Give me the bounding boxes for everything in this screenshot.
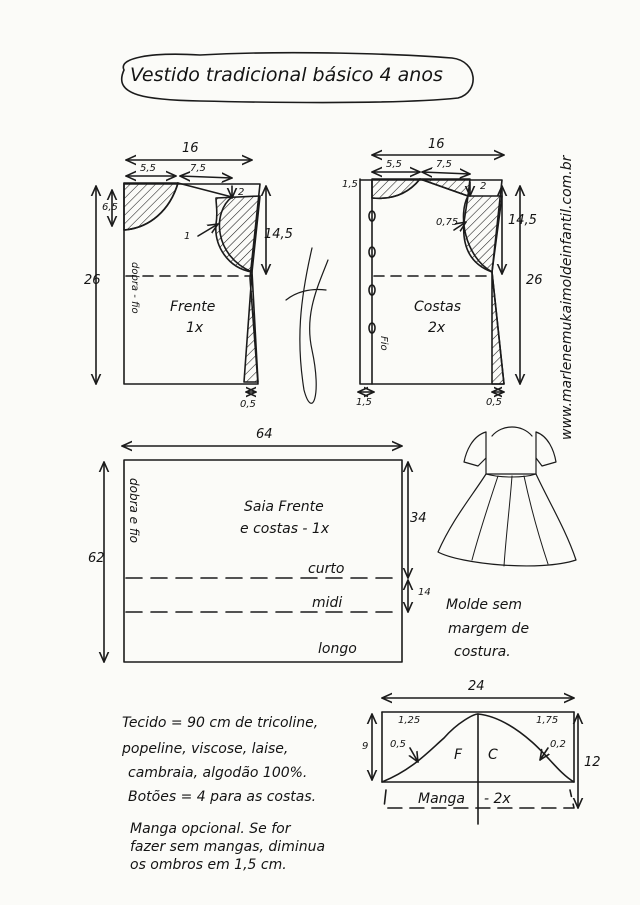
signature-scribble	[285, 247, 329, 404]
skirt-short-label: curto	[308, 561, 345, 577]
no-seam-note-2: margem de	[448, 621, 530, 637]
back-bodice	[357, 155, 520, 392]
skirt-piece-name-1: Saia Frente	[244, 499, 324, 515]
sleeve-cap-right-label: 1,75	[536, 715, 559, 726]
back-hem-flare-label: 0,5	[486, 397, 502, 408]
skirt-outline	[123, 459, 403, 663]
back-armhole-offset-label: 0,75	[436, 217, 459, 228]
fabric-note-3: cambraia, algodão 100%.	[128, 765, 308, 781]
skirt-upper-height-label: 34	[410, 511, 427, 526]
sleeve-length-label: 12	[584, 755, 601, 770]
front-piece-name: Frente	[170, 299, 216, 315]
back-piece-qty: 2x	[428, 320, 446, 336]
skirt-midi-label: midi	[312, 595, 343, 611]
sleeve-width-label: 24	[468, 679, 485, 694]
sleeve-piece-name: Manga	[418, 791, 465, 807]
front-shoulder-drop-label: 2	[238, 187, 245, 198]
back-offset-arrow	[453, 221, 467, 230]
website-url: www.marlenemukaimoldeinfantil.com.br	[559, 155, 575, 440]
sleeve-hem	[383, 789, 575, 809]
sleeve-piece	[372, 698, 578, 825]
sleeve-note-2: fazer sem mangas, diminua	[130, 839, 326, 855]
front-neck-curve	[123, 182, 179, 231]
sleeve-cap-left-label: 1,25	[398, 715, 421, 726]
front-shoulder-label: 7,5	[190, 163, 206, 174]
back-shoulder-drop-label: 2	[480, 181, 487, 192]
front-piece-qty: 1x	[186, 320, 204, 336]
skirt-width-label: 64	[256, 427, 273, 442]
front-width-label: 16	[182, 141, 199, 156]
back-width-label: 16	[428, 137, 445, 152]
back-button-4	[368, 322, 376, 334]
sleeve-curve-right-label: 0,2	[550, 739, 566, 750]
back-piece-name: Costas	[414, 299, 461, 315]
fabric-note-4: Botões = 4 para as costas.	[128, 789, 317, 805]
front-armhole-curve	[218, 196, 253, 273]
front-neck-width-label: 5,5	[140, 163, 156, 174]
sleeve-curve-left-label: 0,5	[390, 739, 406, 750]
front-bodice	[96, 160, 266, 392]
skirt-long-label: longo	[318, 641, 357, 657]
back-button-3	[368, 284, 376, 296]
fabric-note-2: popeline, viscose, laise,	[122, 741, 289, 757]
fabric-note-1: Tecido = 90 cm de tricoline,	[122, 715, 319, 731]
front-armhole-offset-label: 1	[184, 231, 191, 242]
back-button-2	[368, 246, 376, 258]
back-neck-curve	[371, 178, 421, 200]
front-outline	[123, 182, 261, 385]
back-shoulder-label: 7,5	[436, 159, 452, 170]
no-seam-note-3: costura.	[454, 644, 511, 660]
sleeve-back-mark: C	[488, 747, 498, 763]
back-neck-depth-label: 1,5	[342, 179, 358, 190]
sleeve-piece-qty: - 2x	[484, 791, 511, 807]
front-hem-flare-label: 0,5	[240, 399, 256, 410]
front-length-label: 26	[84, 273, 101, 288]
front-neck-depth-label: 6,5	[102, 202, 118, 213]
front-shoulder	[177, 182, 233, 198]
back-button-1	[368, 210, 376, 222]
page-title: Vestido tradicional básico 4 anos	[130, 64, 443, 86]
back-armhole-depth-label: 14,5	[508, 213, 537, 228]
sleeve-cap-right	[477, 713, 575, 783]
back-neck-width-label: 5,5	[386, 159, 402, 170]
skirt-fold-label: dobra e fio	[127, 478, 141, 543]
skirt-piece	[104, 446, 408, 663]
sleeve-left-dot-arrow	[410, 747, 419, 763]
back-length-label: 26	[526, 273, 543, 288]
skirt-piece-name-2: e costas - 1x	[240, 521, 330, 537]
back-button-ext-label: 1,5	[356, 397, 372, 408]
front-shoulder-arrow	[179, 176, 233, 178]
back-armhole-curve	[462, 195, 493, 273]
sleeve-note-3: os ombros em 1,5 cm.	[130, 857, 287, 873]
skirt-step-label: 14	[418, 587, 431, 598]
sleeve-front-mark: F	[454, 747, 463, 763]
sleeve-cap-left	[381, 713, 479, 783]
front-offset-arrow	[197, 223, 219, 237]
no-seam-note-1: Molde sem	[446, 597, 523, 613]
front-side-hatch	[243, 271, 259, 383]
back-outline	[359, 178, 505, 385]
front-armhole-hatch	[215, 195, 261, 273]
front-fold-label: dobra - fio	[129, 262, 140, 314]
sleeve-note-1: Manga opcional. Se for	[130, 821, 291, 837]
sleeve-right-dot-arrow	[539, 747, 548, 761]
back-shoulder-arrow	[421, 172, 471, 174]
dress-sketch	[437, 426, 577, 567]
back-shoulder	[419, 178, 469, 197]
front-armhole-depth-label: 14,5	[264, 227, 293, 242]
title-bubble	[121, 51, 474, 104]
front-neck-hatch	[123, 182, 179, 231]
sleeve-cap-height-label: 9	[362, 741, 369, 752]
back-grain-label: Fio	[378, 336, 389, 351]
skirt-height-label: 62	[88, 551, 105, 566]
